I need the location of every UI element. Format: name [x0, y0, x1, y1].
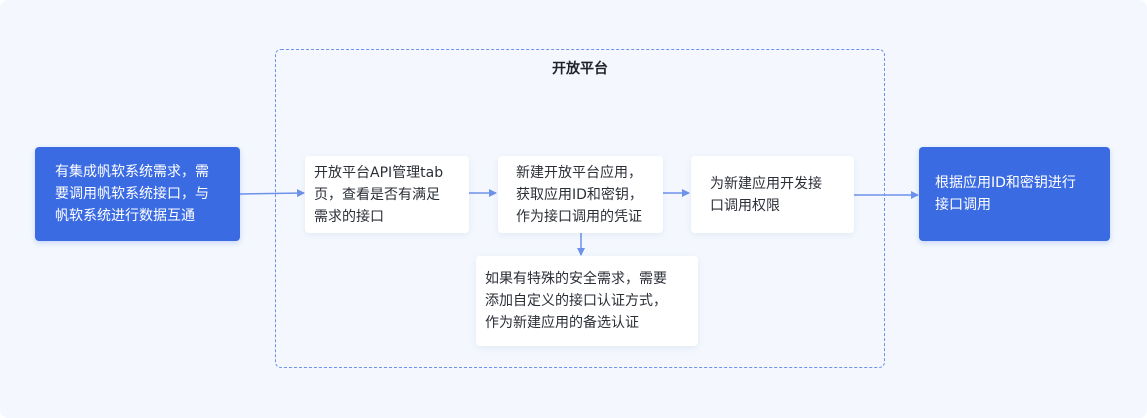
node-custom-auth-text: 如果有特殊的安全需求，需要 添加自定义的接口认证方式， 作为新建应用的备选认证	[485, 271, 667, 331]
group-title: 开放平台	[552, 61, 608, 77]
node-custom-auth[interactable]: 如果有特殊的安全需求，需要 添加自定义的接口认证方式， 作为新建应用的备选认证	[476, 256, 698, 346]
node-grant-permission[interactable]: 为新建应用开发接 口调用权限	[691, 156, 854, 233]
node-start-text: 有集成帆软系统需求，需 要调用帆软系统接口，与 帆软系统进行数据互通	[55, 164, 209, 224]
node-grant-permission-text: 为新建应用开发接 口调用权限	[710, 175, 822, 214]
node-api-management-text: 开放平台API管理tab 页，查看是否有满足 需求的接口	[314, 164, 444, 225]
node-end-text: 根据应用ID和密钥进行 接口调用	[935, 175, 1076, 213]
node-create-app-text: 新建开放平台应用， 获取应用ID和密钥， 作为接口调用的凭证	[516, 164, 643, 225]
node-start[interactable]: 有集成帆软系统需求，需 要调用帆软系统接口，与 帆软系统进行数据互通	[35, 147, 240, 241]
edge-start-to-step1	[239, 189, 305, 198]
node-api-management[interactable]: 开放平台API管理tab 页，查看是否有满足 需求的接口	[305, 156, 469, 233]
node-end[interactable]: 根据应用ID和密钥进行 接口调用	[919, 147, 1110, 241]
node-create-app[interactable]: 新建开放平台应用， 获取应用ID和密钥， 作为接口调用的凭证	[498, 156, 663, 233]
open-platform-group: 开放平台	[275, 49, 885, 368]
